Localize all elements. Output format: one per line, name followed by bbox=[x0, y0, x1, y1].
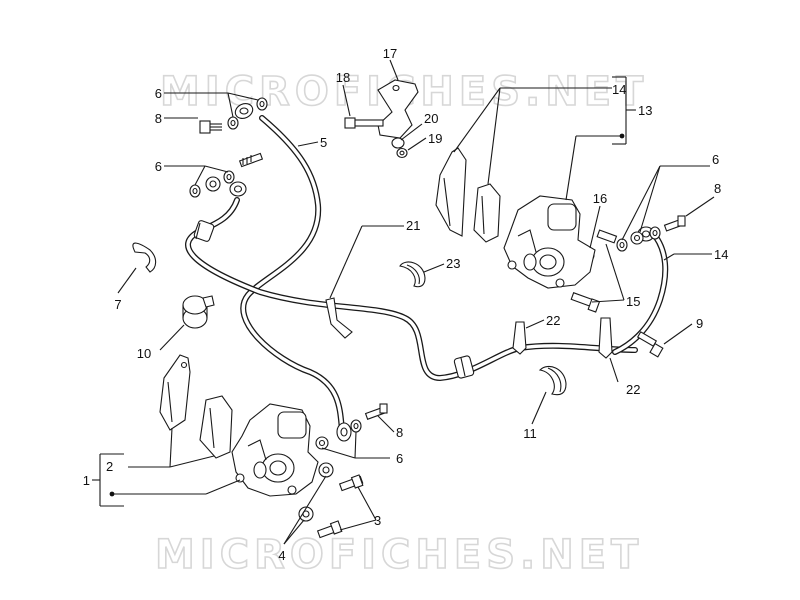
callout-1: 1 bbox=[83, 473, 90, 488]
callout-8-top: 8 bbox=[155, 111, 162, 126]
callout-12: 13 bbox=[638, 103, 652, 118]
nut-20 bbox=[391, 137, 405, 149]
brake-pad-upper-a bbox=[435, 147, 467, 237]
callout-6-left: 6 bbox=[155, 159, 162, 174]
callout-22-lower: 22 bbox=[626, 382, 640, 397]
clip-7 bbox=[132, 242, 157, 273]
bleeder-screw-top bbox=[238, 152, 264, 168]
callout-2: 2 bbox=[106, 459, 113, 474]
nut-19 bbox=[396, 147, 408, 159]
banjo-fitting-left bbox=[229, 181, 247, 197]
brake-pad-lower-a bbox=[159, 354, 191, 431]
caliper-upper bbox=[503, 195, 596, 289]
banjo-fitting-bottom bbox=[336, 422, 352, 442]
clip-23 bbox=[399, 261, 426, 288]
callout-6-bottom: 6 bbox=[396, 451, 403, 466]
callout-6-top: 6 bbox=[155, 86, 162, 101]
brake-hose-14 bbox=[612, 229, 669, 355]
callout-9: 9 bbox=[696, 316, 703, 331]
callout-22-upper: 22 bbox=[546, 313, 560, 328]
banjo-bolt-8-right bbox=[663, 215, 686, 232]
callout-20: 20 bbox=[424, 111, 438, 126]
hose-grommet-left bbox=[193, 220, 215, 242]
clip-10 bbox=[182, 295, 215, 329]
banjo-bolt-8-top bbox=[199, 120, 222, 134]
watermark-bottom: MICROFICHES.NET bbox=[155, 532, 643, 578]
callout-10: 10 bbox=[137, 346, 151, 361]
clip-22-lower bbox=[598, 317, 613, 359]
caliper-bolts-3 bbox=[316, 474, 364, 539]
callout-13: 14 bbox=[612, 82, 626, 97]
clip-22-upper bbox=[512, 321, 527, 355]
leader-lines bbox=[92, 59, 715, 545]
callout-16: 16 bbox=[593, 191, 607, 206]
brake-hose-5 bbox=[240, 115, 345, 433]
callout-8-bottom: 8 bbox=[396, 425, 403, 440]
clip-21 bbox=[325, 297, 353, 339]
callout-3: 3 bbox=[374, 513, 381, 528]
callout-5: 5 bbox=[320, 135, 327, 150]
caliper-lower bbox=[231, 403, 319, 497]
callout-6-right: 6 bbox=[712, 152, 719, 167]
callout-7: 7 bbox=[114, 297, 121, 312]
bolt-18 bbox=[344, 117, 384, 129]
banjo-fitting-top bbox=[234, 103, 254, 119]
brake-pad-upper-b bbox=[473, 183, 501, 243]
callout-15: 15 bbox=[626, 294, 640, 309]
bolt-9 bbox=[636, 331, 664, 358]
callout-19: 19 bbox=[428, 131, 442, 146]
callout-4: 4 bbox=[278, 548, 285, 563]
leader-dot-12 bbox=[619, 133, 625, 139]
callout-17: 17 bbox=[383, 46, 397, 61]
callout-14: 14 bbox=[714, 247, 728, 262]
callout-8-right: 8 bbox=[714, 181, 721, 196]
callout-23: 23 bbox=[446, 256, 460, 271]
leader-dot-1 bbox=[109, 491, 115, 497]
clip-11 bbox=[538, 366, 567, 396]
callout-labels: 17 18 6 8 5 20 19 14 13 6 6 8 16 21 14 2… bbox=[83, 46, 729, 563]
banjo-bolt-8-bottom bbox=[364, 403, 388, 420]
callout-21: 21 bbox=[406, 218, 420, 233]
callout-18: 18 bbox=[336, 70, 350, 85]
callout-11: 11 bbox=[523, 426, 537, 441]
brake-pad-lower-b bbox=[199, 395, 233, 459]
hose-grommet-center bbox=[453, 355, 475, 379]
